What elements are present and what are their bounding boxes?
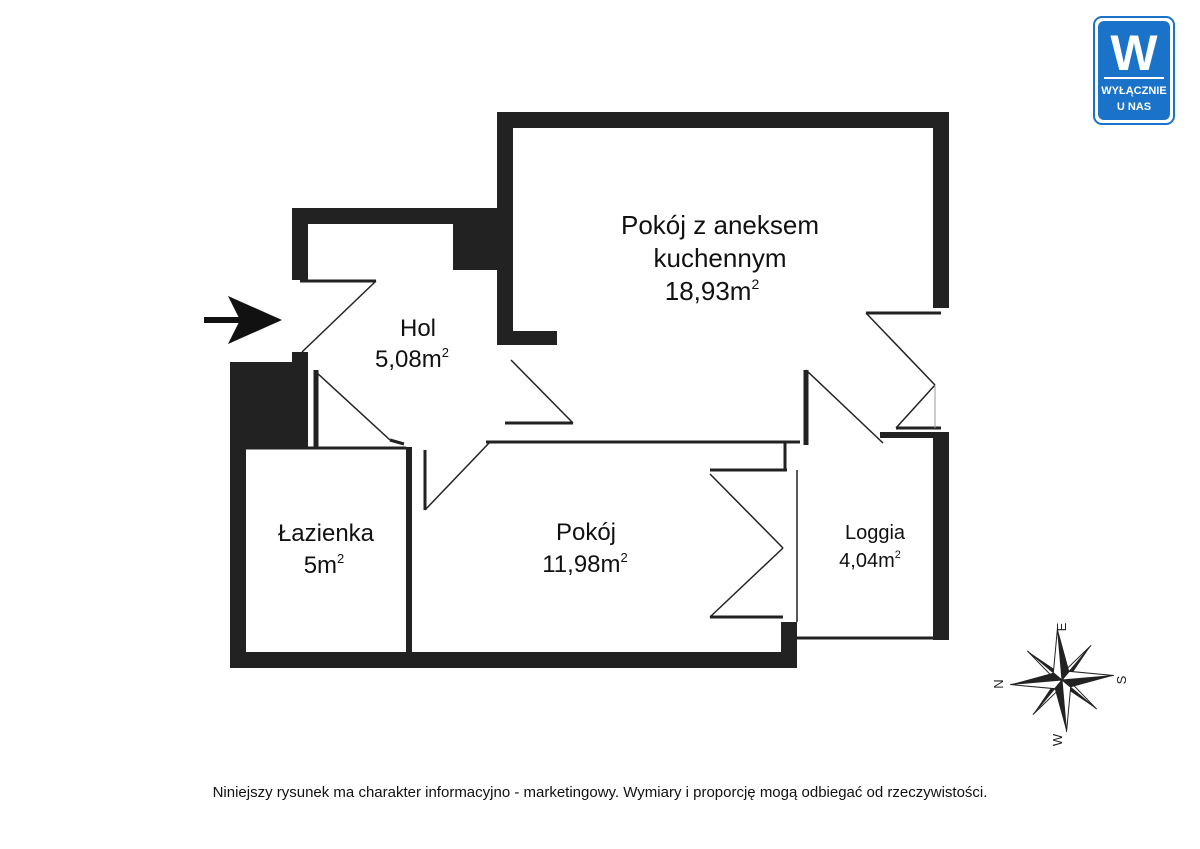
brand-logo-line2: U NAS bbox=[1117, 101, 1151, 113]
room-hol-area: 5,08m2 bbox=[375, 345, 449, 373]
room-salon-name-line2: kuchennym bbox=[654, 243, 787, 273]
compass-n: N bbox=[991, 679, 1006, 688]
room-loggia-name: Loggia bbox=[845, 522, 906, 544]
room-hol-area-sup: 2 bbox=[442, 345, 449, 360]
room-salon-area-value: 18,93m bbox=[665, 276, 752, 306]
room-lazienka: Łazienka 5m2 bbox=[278, 520, 375, 579]
room-loggia-area-value: 4,04m bbox=[839, 550, 895, 572]
room-pokoj-name: Pokój bbox=[556, 519, 616, 546]
room-loggia: Loggia 4,04m2 bbox=[839, 522, 906, 572]
compass-labels: N E S W bbox=[991, 622, 1129, 746]
partition-walls bbox=[246, 370, 941, 653]
room-lazienka-area-value: 5m bbox=[304, 552, 337, 579]
room-lazienka-area-sup: 2 bbox=[337, 551, 344, 566]
room-salon-name-line1: Pokój z aneksem bbox=[621, 210, 819, 240]
room-hol-name: Hol bbox=[400, 315, 436, 342]
room-lazienka-area: 5m2 bbox=[304, 551, 345, 579]
brand-logo-letter: W bbox=[1110, 25, 1158, 81]
entrance-arrow-icon bbox=[204, 296, 282, 344]
brand-logo-line1: WYŁĄCZNIE bbox=[1101, 85, 1166, 97]
compass-s: S bbox=[1114, 675, 1129, 684]
room-pokoj: Pokój 11,98m2 bbox=[542, 519, 628, 578]
room-salon-area-sup: 2 bbox=[751, 276, 759, 292]
room-pokoj-area: 11,98m2 bbox=[542, 550, 628, 578]
room-pokoj-area-sup: 2 bbox=[621, 550, 628, 565]
room-loggia-area: 4,04m2 bbox=[839, 549, 901, 572]
compass-w: W bbox=[1050, 733, 1065, 746]
room-hol-area-value: 5,08m bbox=[375, 346, 442, 373]
room-salon-area: 18,93m2 bbox=[665, 276, 760, 306]
compass-rose-icon bbox=[1010, 628, 1114, 732]
disclaimer-text: Niniejszy rysunek ma charakter informacy… bbox=[212, 784, 988, 801]
room-lazienka-name: Łazienka bbox=[278, 520, 375, 547]
walls bbox=[230, 112, 949, 668]
room-loggia-area-sup: 2 bbox=[895, 549, 901, 561]
room-salon: Pokój z aneksem kuchennym 18,93m2 bbox=[621, 210, 819, 306]
room-pokoj-area-value: 11,98m bbox=[542, 551, 620, 578]
compass-e: E bbox=[1054, 622, 1069, 631]
brand-logo: W WYŁĄCZNIE U NAS bbox=[1093, 16, 1175, 125]
doors bbox=[300, 279, 941, 618]
room-hol: Hol 5,08m2 bbox=[375, 315, 449, 373]
